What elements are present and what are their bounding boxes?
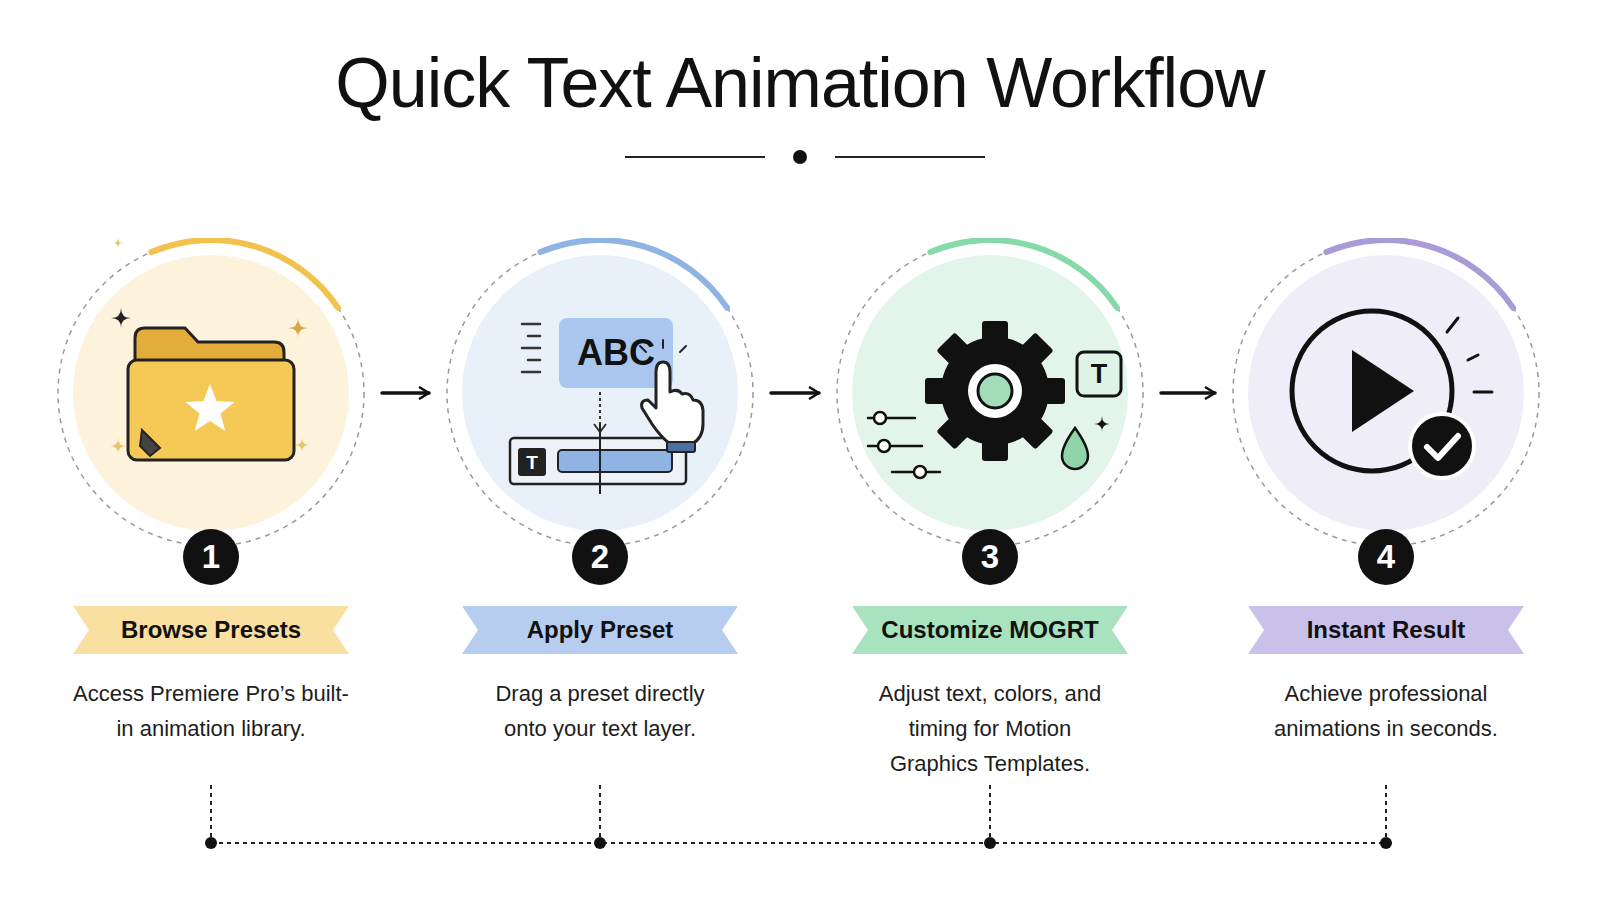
ribbon-fill	[462, 606, 738, 654]
step-circle	[835, 238, 1145, 552]
step-number: 2	[572, 529, 628, 585]
flow-arrow	[1161, 391, 1215, 395]
flow-arrow	[771, 391, 819, 395]
step-number: 4	[1358, 529, 1414, 585]
sample-text: ABC	[577, 335, 655, 371]
timeline-dots	[205, 837, 1392, 849]
step-description: Access Premiere Pro’s built-in animation…	[71, 676, 351, 746]
step-title: Customize MOGRT	[852, 606, 1128, 654]
text-layer-glyph: T	[526, 453, 538, 472]
text-layer-glyph: T	[1091, 361, 1108, 388]
step-disc	[73, 255, 349, 531]
title-divider	[625, 150, 985, 164]
step-disc	[1248, 255, 1524, 531]
title-ribbon: Apply Preset	[462, 606, 738, 654]
step-description: Achieve professional animations in secon…	[1246, 676, 1526, 746]
step-circle	[1231, 238, 1541, 552]
step-number: 1	[183, 529, 239, 585]
step-disc	[462, 255, 738, 531]
step-circle	[56, 238, 366, 552]
step-title: Apply Preset	[462, 606, 738, 654]
bottom-timeline	[211, 785, 1386, 843]
step-description: Drag a preset directly onto your text la…	[480, 676, 720, 746]
title-ribbon: Customize MOGRT	[852, 606, 1128, 654]
diagram-title: Quick Text Animation Workflow	[0, 38, 1600, 128]
step-node: 3Customize MOGRT Adjust text, colors, and…	[835, 238, 1145, 783]
accent-arc	[1323, 238, 1516, 311]
step-title: Browse Presets	[73, 606, 349, 654]
title-ribbon: Instant Result	[1248, 606, 1524, 654]
step-title: Instant Result	[1248, 606, 1524, 654]
ribbon-fill	[73, 606, 349, 654]
ribbon-fill	[1248, 606, 1524, 654]
accent-arc	[537, 238, 730, 311]
step-node: 4Instant ResultAchieve professional anim…	[1231, 238, 1541, 783]
step-node: 2Apply PresetDrag a preset directly onto…	[445, 238, 755, 783]
step-disc	[852, 255, 1128, 531]
step-circle	[445, 238, 755, 552]
step-description: Adjust text, colors, and timing for Moti…	[865, 676, 1115, 781]
title-ribbon: Browse Presets	[73, 606, 349, 654]
step-number: 3	[962, 529, 1018, 585]
ribbon-fill	[852, 606, 1128, 654]
flow-arrow	[382, 391, 429, 395]
step-node: 1Browse PresetsAccess Premiere Pro’s bui…	[56, 238, 366, 783]
accent-arc	[148, 238, 341, 311]
accent-arc	[927, 238, 1120, 311]
